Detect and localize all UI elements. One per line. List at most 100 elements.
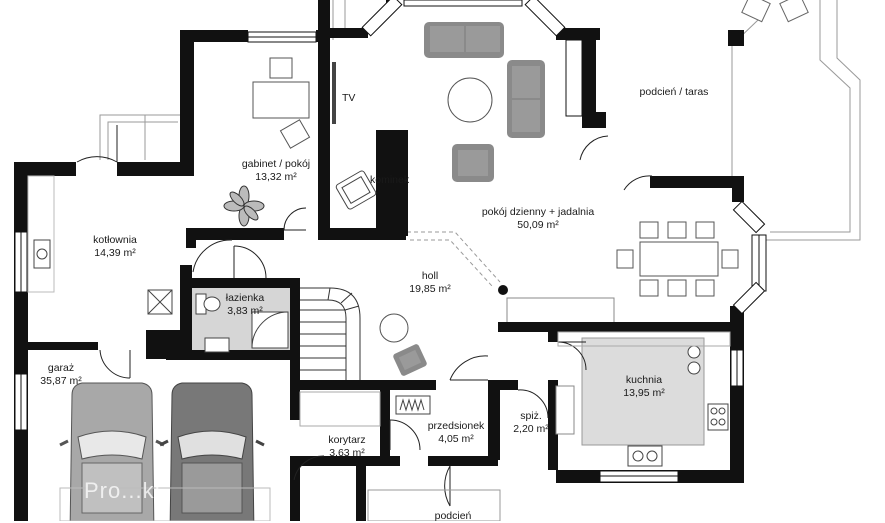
window (565, 39, 583, 117)
room-name: podcień / taras (639, 86, 709, 98)
window (524, 0, 566, 37)
wall (290, 278, 300, 420)
doors (76, 125, 653, 507)
wall (548, 322, 558, 342)
room-name: korytarz (328, 434, 366, 446)
door (517, 389, 549, 419)
wall (186, 228, 196, 248)
kitchen-fixtures (555, 331, 731, 467)
tv-unit (332, 62, 336, 124)
room-name: holl (421, 270, 439, 282)
door (579, 135, 609, 161)
wall (14, 162, 28, 521)
room-name: podcień (434, 510, 472, 522)
living-room-furniture (332, 22, 739, 297)
wall (166, 350, 296, 360)
chair (269, 57, 293, 79)
room-label-salon: pokój dzienny + jadalnia 50,09 m² (468, 206, 608, 232)
room-label-korytarz: korytarz 3,63 m² (312, 434, 382, 460)
fireplace-chair (335, 170, 377, 210)
hall-furniture (379, 313, 431, 415)
room-name: pokój dzienny + jadalnia (481, 206, 595, 218)
wall (186, 228, 284, 240)
wall (356, 466, 366, 521)
terrace-furniture (741, 0, 809, 23)
door (192, 239, 233, 273)
wall (596, 112, 606, 128)
room-name: łazienka (225, 292, 265, 304)
wall (14, 162, 76, 176)
door (623, 175, 653, 191)
kitchen-island (581, 337, 705, 446)
wall (380, 380, 390, 460)
room-area: 3,63 m² (329, 447, 365, 459)
window (403, 0, 523, 7)
room-name: garaż (47, 362, 75, 374)
room-name: przedsionek (427, 420, 485, 432)
room-area: 4,05 m² (438, 433, 474, 445)
wall (318, 0, 330, 240)
coffee-table (447, 77, 493, 123)
dining-table (616, 221, 739, 297)
watermark: Pro...kt (84, 478, 162, 503)
wall (180, 278, 300, 288)
door (99, 349, 131, 379)
staircase (299, 287, 381, 427)
wall (117, 162, 194, 176)
sink (204, 337, 230, 353)
door (389, 419, 421, 451)
column (498, 285, 508, 295)
wall (488, 380, 500, 460)
room-label-kuchnia: kuchnia 13,95 m² (604, 374, 684, 400)
wall (180, 30, 248, 42)
car (159, 382, 265, 521)
windows (14, 0, 767, 483)
porch (367, 489, 501, 521)
door (449, 355, 489, 381)
room-area: 13,32 m² (255, 171, 297, 183)
room-label-holl: holl 19,85 m² (390, 270, 470, 296)
room-name: kotłownia (93, 234, 137, 246)
cars (59, 382, 271, 521)
door (283, 207, 307, 231)
wall (290, 456, 300, 521)
room-label-podcien: podcień (418, 510, 488, 523)
car (59, 382, 165, 521)
window (361, 0, 403, 37)
round-table (379, 313, 409, 343)
fireplace-label: kominek (370, 174, 410, 186)
wall (180, 30, 194, 176)
room-area: 19,85 m² (409, 283, 451, 295)
room-label-przedsionek: przedsionek 4,05 m² (416, 420, 496, 446)
room-area: 13,95 m² (623, 387, 665, 399)
wall (290, 456, 400, 466)
room-label-lazienka: łazienka 3,83 m² (210, 292, 280, 318)
door (76, 156, 118, 163)
wall (428, 456, 498, 466)
window (732, 200, 766, 234)
office-furniture (223, 57, 311, 227)
room-label-kotlownia: kotłownia 14,39 m² (70, 234, 160, 260)
door (444, 465, 451, 507)
door (233, 245, 267, 279)
wall (548, 380, 558, 470)
door (293, 455, 325, 481)
wall (296, 380, 436, 390)
wall (728, 30, 744, 46)
wall (318, 186, 328, 240)
window (732, 281, 766, 315)
room-area: 50,09 m² (517, 219, 559, 231)
room-area: 35,87 m² (40, 375, 82, 387)
wall (498, 322, 730, 332)
room-area: 3,83 m² (227, 305, 263, 317)
room-label-spiz: spiż. 2,20 m² (502, 410, 560, 436)
shower (251, 311, 289, 349)
wall (650, 176, 740, 188)
wall (330, 28, 368, 38)
wall (376, 130, 408, 236)
wall (730, 306, 744, 483)
bathroom-fixtures (27, 175, 289, 353)
desk (252, 81, 310, 119)
plant (223, 185, 265, 227)
